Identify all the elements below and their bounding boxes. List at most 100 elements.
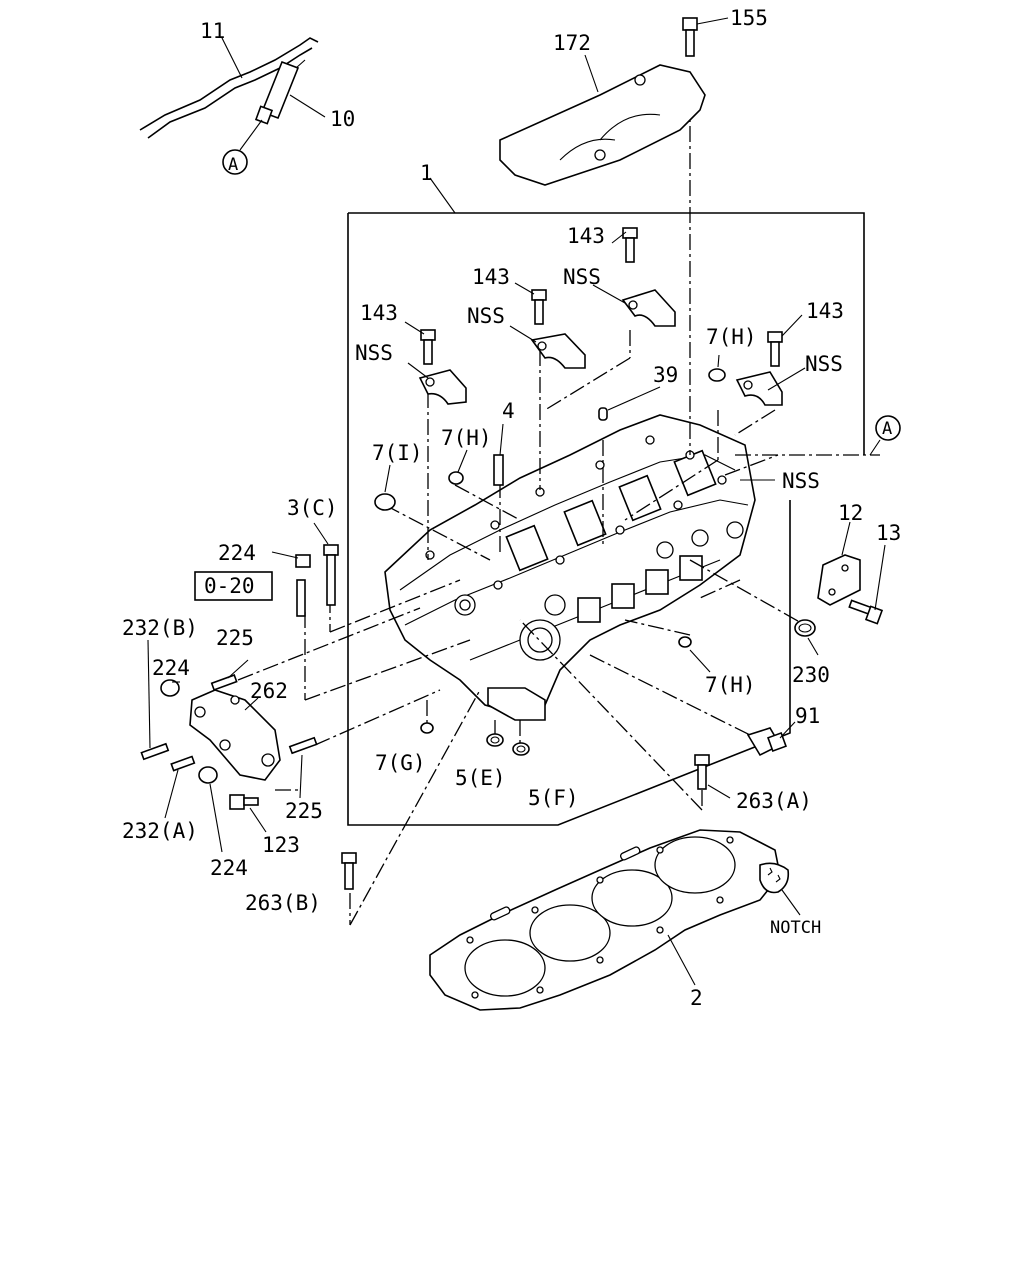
seal-230 xyxy=(794,619,816,637)
label-143-d: 143 xyxy=(806,299,844,323)
reference-a-right xyxy=(869,415,901,456)
label-7h-top: 7(H) xyxy=(706,325,757,349)
part-172-head-cover xyxy=(499,64,706,186)
label-7i: 7(I) xyxy=(372,441,423,465)
plug-7h-left xyxy=(448,471,464,485)
nut-224-c xyxy=(198,766,218,784)
gasket-notch xyxy=(759,862,790,894)
reference-a-top xyxy=(222,119,263,175)
label-263b: 263(B) xyxy=(245,891,321,915)
reference-0-20-box xyxy=(194,571,273,601)
bolt-143-c xyxy=(622,227,638,263)
label-7g: 7(G) xyxy=(375,751,426,775)
label-5f: 5(F) xyxy=(528,786,579,810)
label-143-b: 143 xyxy=(472,265,510,289)
label-7h-left: 7(H) xyxy=(441,426,492,450)
label-224-c: 224 xyxy=(210,856,248,880)
label-91: 91 xyxy=(795,704,820,728)
label-ref-a-top: A xyxy=(228,155,238,175)
cylinder-bore-4 xyxy=(654,836,736,894)
head-bolt-holes xyxy=(425,435,727,590)
bolt-3c xyxy=(323,544,339,606)
part-2-head-gasket xyxy=(429,829,790,1011)
bolt-232a xyxy=(170,755,196,772)
label-1: 1 xyxy=(420,161,433,185)
label-11: 11 xyxy=(200,19,225,43)
label-4: 4 xyxy=(502,399,515,423)
bearing-cap-nss-c xyxy=(621,289,676,327)
label-nss-e: NSS xyxy=(782,469,820,493)
bearing-cap-nss-a xyxy=(418,369,467,405)
stud-0-20 xyxy=(296,579,306,617)
plug-7i xyxy=(374,493,396,511)
bolt-155 xyxy=(682,17,729,57)
fitting-91 xyxy=(746,727,787,757)
label-155: 155 xyxy=(730,6,768,30)
label-123: 123 xyxy=(262,833,300,857)
label-225-a: 225 xyxy=(216,626,254,650)
dowel-4 xyxy=(493,454,504,486)
plug-7h-top xyxy=(708,368,726,382)
label-0-20: 0-20 xyxy=(204,574,255,598)
label-7h-right: 7(H) xyxy=(705,673,756,697)
assembly-lines xyxy=(237,72,880,926)
bolt-263a xyxy=(694,754,710,790)
seal-5e xyxy=(486,733,504,747)
cylinder-bore-3 xyxy=(591,869,673,927)
label-143-a: 143 xyxy=(360,301,398,325)
label-172: 172 xyxy=(553,31,591,55)
label-230: 230 xyxy=(792,663,830,687)
label-263a: 263(A) xyxy=(736,789,812,813)
pin-39 xyxy=(598,407,608,421)
plug-7g xyxy=(420,722,434,734)
bolt-232b xyxy=(140,742,170,761)
bolt-143-b xyxy=(531,289,547,325)
label-ref-a-right: A xyxy=(882,419,892,439)
nut-224-b xyxy=(160,679,180,697)
bolt-123 xyxy=(229,794,259,810)
part-11-harness xyxy=(139,37,319,139)
label-nss-b: NSS xyxy=(467,304,505,328)
label-10: 10 xyxy=(330,107,355,131)
cylinder-head xyxy=(384,414,756,721)
label-2: 2 xyxy=(690,986,703,1010)
bearing-cap-nss-d xyxy=(735,371,783,406)
stud-225-b xyxy=(288,736,318,755)
stud-225-a xyxy=(210,674,238,691)
label-notch: NOTCH xyxy=(770,918,821,938)
part-10-glow-plug xyxy=(254,59,306,125)
lower-bracket xyxy=(487,687,546,721)
label-225-b: 225 xyxy=(285,799,323,823)
label-3c: 3(C) xyxy=(287,496,338,520)
nut-224-a xyxy=(295,554,311,568)
seal-5f xyxy=(512,742,530,756)
part-12-bracket xyxy=(817,554,861,606)
label-13: 13 xyxy=(876,521,901,545)
cylinder-bore-1 xyxy=(464,939,546,997)
intake-ports xyxy=(544,521,744,623)
part-labels: 11 10 A 155 172 1 143 143 NSS 143 NSS 14… xyxy=(122,6,901,1010)
label-12: 12 xyxy=(838,501,863,525)
label-232a: 232(A) xyxy=(122,819,198,843)
label-5e: 5(E) xyxy=(455,766,506,790)
bolt-143-a xyxy=(420,329,436,365)
bearing-cap-nss-b xyxy=(530,333,586,369)
label-224-a: 224 xyxy=(218,541,256,565)
part-262-front-plate xyxy=(189,689,281,781)
label-nss-a: NSS xyxy=(355,341,393,365)
label-232b: 232(B) xyxy=(122,616,198,640)
label-39: 39 xyxy=(653,363,678,387)
part-13-bolt xyxy=(848,599,884,625)
assembly-boundary xyxy=(347,177,865,826)
label-143-c: 143 xyxy=(567,224,605,248)
label-nss-c: NSS xyxy=(563,265,601,289)
label-224-b: 224 xyxy=(152,656,190,680)
bolt-143-d xyxy=(767,331,783,367)
label-262: 262 xyxy=(250,679,288,703)
label-nss-d: NSS xyxy=(805,352,843,376)
cylinder-bore-2 xyxy=(529,904,611,962)
cam-towers xyxy=(505,449,717,572)
plug-7h-right xyxy=(678,636,692,648)
label-leaders xyxy=(147,37,886,986)
